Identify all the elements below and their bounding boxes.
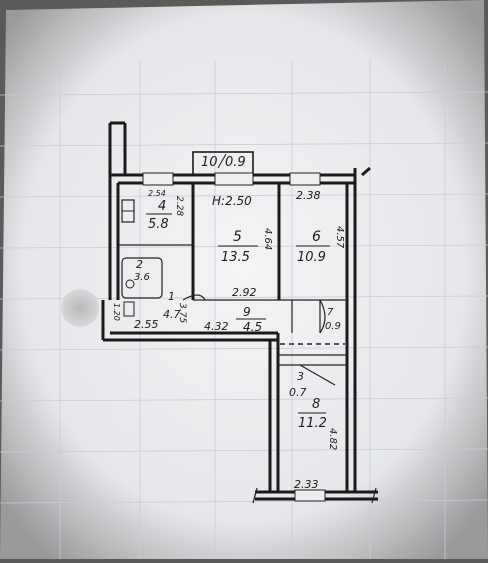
room-7-number: 7: [327, 307, 334, 318]
room-6-number: 6: [312, 229, 321, 245]
room-3-area: 0.7: [289, 386, 307, 399]
room-2-area: 3.6: [134, 272, 150, 283]
room-5-number: 5: [233, 229, 242, 245]
walls: [101, 121, 378, 504]
dim-292: 2.92: [232, 286, 257, 299]
room-9-number: 9: [243, 305, 251, 319]
bathtub-icon: [121, 257, 163, 299]
fixtures: [121, 199, 163, 317]
windows: [142, 172, 326, 502]
room-3-number: 3: [297, 370, 304, 383]
room-2-number: 2: [136, 258, 143, 271]
room-4-number: 4: [158, 199, 166, 214]
room-7-area: 0.9: [325, 321, 341, 332]
room-8-number: 8: [312, 397, 320, 412]
dim-464: 4.64: [262, 228, 273, 250]
sink-icon: [125, 279, 135, 289]
room-5-area: 13.5: [221, 250, 250, 265]
ceiling-height: H:2.50: [212, 194, 252, 208]
dim-233: 2.33: [294, 478, 319, 491]
room-8-area: 11.2: [298, 416, 327, 431]
dim-254: 2.54: [148, 189, 166, 198]
dim-228: 2.28: [174, 196, 184, 216]
dim-482: 4.82: [327, 428, 338, 450]
labels: 10 0.9 H:2.50 4 5.8 5 13.5 6 10.9 2 3.6 …: [112, 153, 345, 491]
balcony-label: 10: [201, 155, 218, 170]
dim-120: 1.20: [112, 303, 121, 321]
toilet-icon: [123, 301, 135, 317]
room-1-area: 4.7: [163, 308, 181, 321]
room-9-area: 4.5: [243, 320, 262, 334]
dim-375: 3.75: [177, 303, 187, 323]
dim-255: 2.55: [134, 318, 159, 331]
room-1-number: 1: [168, 290, 175, 303]
dim-432: 4.32: [204, 320, 229, 333]
sticker-circle: [61, 289, 99, 327]
balcony-area: 0.9: [225, 155, 246, 170]
room-6-area: 10.9: [297, 250, 326, 265]
dim-457: 4.57: [334, 226, 345, 249]
room-4-area: 5.8: [148, 217, 169, 232]
dim-238: 2.38: [296, 189, 321, 202]
